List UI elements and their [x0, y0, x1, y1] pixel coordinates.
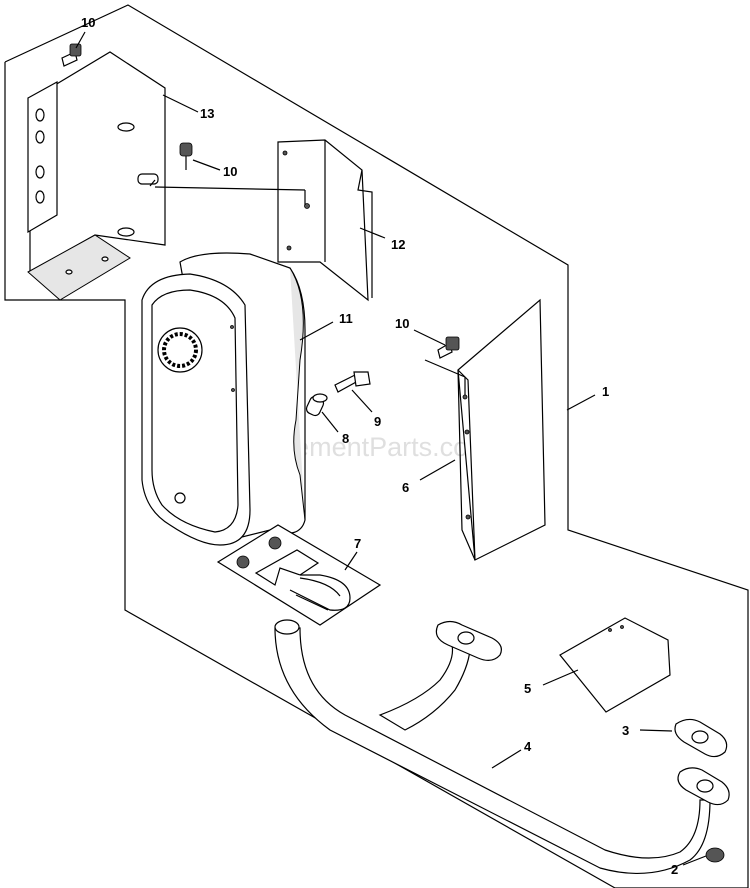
- callout-3: 3: [622, 723, 629, 738]
- heat-shield-part-6: [457, 298, 546, 561]
- gasket-part-3: [674, 718, 728, 758]
- callout-4: 4: [524, 739, 532, 754]
- callout-10-top: 10: [81, 15, 95, 30]
- callout-labels: 10 13 10 12 11 10 1 9 8 6 7 5 3 4 2: [81, 15, 678, 877]
- callout-13: 13: [200, 106, 214, 121]
- callout-7: 7: [354, 536, 361, 551]
- nut-part-2: [705, 847, 725, 863]
- callout-11: 11: [339, 311, 353, 326]
- gasket-plate-part-5: [559, 617, 671, 713]
- spacer-part-8: [305, 393, 328, 417]
- callout-5: 5: [524, 681, 531, 696]
- screw-part-10-c: [437, 336, 460, 359]
- callout-2: 2: [671, 862, 678, 877]
- muffler-part-11: [141, 252, 306, 546]
- callout-9: 9: [374, 414, 381, 429]
- bracket-part-13: [27, 51, 166, 301]
- clamp-kit-part-7: [216, 524, 382, 626]
- callout-12: 12: [391, 237, 405, 252]
- leader-lines: [75, 31, 707, 866]
- shield-bracket-part-12: [277, 139, 373, 302]
- bolt-part-9: [334, 371, 371, 393]
- callout-6: 6: [402, 480, 409, 495]
- callout-8: 8: [342, 431, 349, 446]
- screw-part-10-a: [61, 43, 82, 67]
- callout-1: 1: [602, 384, 609, 399]
- callout-10-right: 10: [395, 316, 409, 331]
- callout-10-middle: 10: [223, 164, 237, 179]
- exhaust-pipe-part-4: [274, 619, 730, 875]
- screw-part-10-b: [179, 142, 193, 170]
- kit-boundary: [4, 4, 749, 888]
